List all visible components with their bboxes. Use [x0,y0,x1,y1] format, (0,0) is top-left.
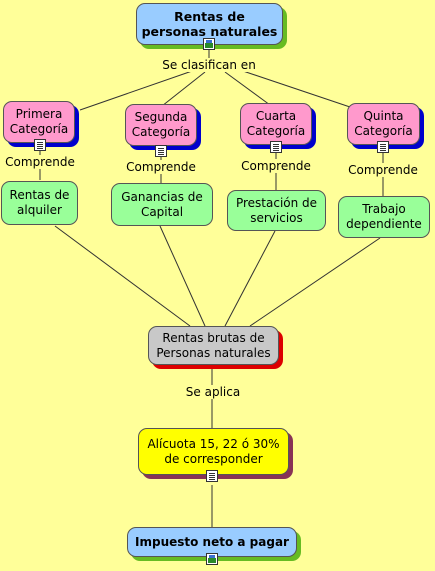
node-alicuota[interactable]: Alícuota 15, 22 ó 30% de corresponder [138,428,289,475]
node-prestacion-de-servicios[interactable]: Prestación de servicios [227,190,326,231]
link-label-comprende: Comprende [3,155,77,169]
node-label: Ganancias de Capital [121,189,203,219]
node-segunda-categoria[interactable]: Segunda Categoría [125,104,197,146]
document-icon[interactable] [377,141,389,153]
node-cuarta-categoria[interactable]: Cuarta Categoría [240,103,312,145]
link-label-comprende: Comprende [346,163,420,177]
document-icon[interactable] [270,141,282,153]
node-rentas-de-alquiler[interactable]: Rentas de alquiler [1,181,78,225]
document-icon[interactable] [206,470,218,482]
node-ganancias-de-capital[interactable]: Ganancias de Capital [111,183,213,226]
node-label: Primera Categoría [9,107,69,136]
node-rentas-brutas[interactable]: Rentas brutas de Personas naturales [148,326,279,365]
node-label: Quinta Categoría [354,109,413,138]
document-icon[interactable] [155,145,167,157]
image-icon[interactable] [203,38,215,50]
node-primera-categoria[interactable]: Primera Categoría [3,101,75,143]
link-label-comprende: Comprende [239,159,313,173]
link-label-comprende: Comprende [124,160,198,174]
node-quinta-categoria[interactable]: Quinta Categoría [347,103,420,145]
node-label: Trabajo dependiente [346,202,422,231]
document-icon[interactable] [34,139,46,151]
link-label-se-aplica: Se aplica [183,385,243,399]
node-trabajo-dependiente[interactable]: Trabajo dependiente [338,196,430,238]
node-label: Rentas de alquiler [9,188,70,217]
node-label: Segunda Categoría [131,110,191,139]
link-label-se-clasifican-en: Se clasifican en [160,58,258,72]
node-label: Prestación de servicios [235,195,318,225]
node-label: Rentas brutas de Personas naturales [156,330,271,360]
node-label: Cuarta Categoría [246,109,306,138]
node-label: Impuesto neto a pagar [135,534,289,549]
node-label: Rentas de personas naturales [141,9,278,39]
node-label: Alícuota 15, 22 ó 30% de corresponder [147,436,280,466]
image-icon[interactable] [206,553,218,565]
